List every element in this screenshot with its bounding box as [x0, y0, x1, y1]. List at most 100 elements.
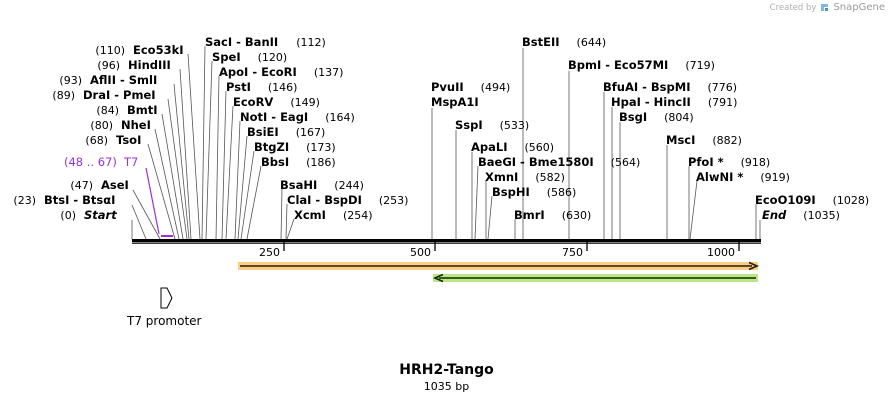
- site-position: (494): [481, 81, 511, 94]
- ruler-label: 250: [259, 246, 280, 259]
- snapgene-credit: Created by SnapGene: [770, 2, 885, 13]
- promoter-label: T7 promoter: [127, 314, 202, 328]
- site-position: (186): [306, 156, 336, 169]
- site-name[interactable]: BsiEI: [247, 125, 279, 139]
- ruler-label: 500: [410, 246, 431, 259]
- site-position: (791): [708, 96, 738, 109]
- site-position: (173): [306, 141, 336, 154]
- site-name[interactable]: EcoRV: [233, 95, 273, 109]
- site-name[interactable]: BmtI: [127, 103, 158, 117]
- site-name[interactable]: SacI - BanII: [205, 35, 278, 49]
- site-name[interactable]: AlwNI *: [696, 170, 743, 184]
- site-name[interactable]: BsaHI: [280, 178, 317, 192]
- site-name[interactable]: XmnI: [485, 170, 518, 184]
- site-position: (564): [611, 156, 641, 169]
- site-name[interactable]: BstEII: [522, 35, 560, 49]
- site-position: (110): [95, 44, 125, 57]
- site-position: (719): [685, 59, 715, 72]
- site-position: (120): [258, 51, 288, 64]
- site-position: (0): [60, 209, 76, 222]
- site-name[interactable]: MscI: [666, 133, 695, 147]
- site-position: (149): [290, 96, 320, 109]
- site-position: (23): [13, 194, 36, 207]
- ruler: 250 500 750 1000: [259, 242, 740, 259]
- site-name[interactable]: BaeGI - Bme1580I: [478, 155, 594, 169]
- site-name[interactable]: BsgI: [619, 110, 647, 124]
- site-name[interactable]: BmrI: [514, 208, 545, 222]
- site-name[interactable]: XcmI: [294, 208, 326, 222]
- site-position: (244): [334, 179, 364, 192]
- site-position: (919): [760, 171, 790, 184]
- site-position: (918): [741, 156, 771, 169]
- site-position: (1028): [833, 194, 870, 207]
- site-position: (254): [343, 209, 373, 222]
- site-position: (47): [70, 179, 93, 192]
- orf-forward[interactable]: [238, 261, 759, 271]
- site-position: (644): [577, 36, 607, 49]
- site-name[interactable]: Start: [84, 208, 117, 222]
- site-name[interactable]: BtsI - BtsαI: [44, 193, 115, 207]
- sequence-backbone: [132, 239, 761, 243]
- site-position: (167): [296, 126, 326, 139]
- credit-prefix: Created by: [769, 2, 817, 13]
- orf-reverse-arrowhead: [433, 273, 444, 283]
- site-name[interactable]: SpeI: [212, 50, 241, 64]
- site-name[interactable]: SspI: [455, 118, 483, 132]
- site-labels: Start (0) BtsI - BtsαI (23) AseI (47) TsoI (68)…: [13, 35, 869, 222]
- site-name[interactable]: NotI - EagI: [240, 110, 308, 124]
- site-name[interactable]: BfuAI - BspMI: [603, 80, 690, 94]
- site-position: (68): [85, 134, 108, 147]
- site-position: (560): [525, 141, 555, 154]
- promoter-arrow-icon[interactable]: [160, 287, 173, 309]
- site-position: (93): [59, 74, 82, 87]
- site-name[interactable]: BbsI: [261, 155, 289, 169]
- site-name[interactable]: NheI: [121, 118, 151, 132]
- site-name[interactable]: DraI - PmeI: [83, 88, 156, 102]
- site-name[interactable]: MspA1I: [431, 95, 479, 109]
- site-connectors: [131, 45, 761, 240]
- site-position: (582): [535, 171, 565, 184]
- site-name[interactable]: PvuII: [431, 80, 464, 94]
- site-position: (630): [562, 209, 592, 222]
- site-name[interactable]: EcoO109I: [755, 193, 816, 207]
- ruler-label: 1000: [707, 246, 735, 259]
- site-name[interactable]: PfoI *: [688, 155, 724, 169]
- site-name[interactable]: HpaI - HincII: [611, 95, 691, 109]
- site-position: (89): [52, 89, 75, 102]
- site-name[interactable]: AflII - SmlI: [90, 73, 157, 87]
- site-position: (96): [97, 59, 120, 72]
- site-name[interactable]: BspHI: [492, 185, 530, 199]
- site-position: (533): [500, 119, 530, 132]
- site-name[interactable]: End: [762, 208, 787, 222]
- snapgene-logo-icon: [821, 4, 829, 11]
- site-name[interactable]: Eco53kI: [133, 43, 184, 57]
- primer-t7[interactable]: (48 .. 67) T7: [64, 155, 173, 237]
- site-position: (146): [268, 81, 298, 94]
- primer-range: (48 .. 67): [64, 155, 117, 169]
- site-position: (776): [707, 81, 737, 94]
- map-subtitle: 1035 bp: [423, 380, 470, 393]
- site-name[interactable]: ApoI - EcoRI: [219, 65, 297, 79]
- site-name[interactable]: BpmI - Eco57MI: [568, 58, 668, 72]
- site-name[interactable]: HindIII: [128, 58, 171, 72]
- orf-reverse[interactable]: [433, 273, 758, 283]
- site-position: (882): [712, 134, 742, 147]
- ruler-label: 750: [562, 246, 583, 259]
- site-name[interactable]: BtgZI: [254, 140, 289, 154]
- site-position: (586): [547, 186, 577, 199]
- site-position: (253): [379, 194, 409, 207]
- map-title: HRH2-Tango: [399, 362, 494, 378]
- credit-brand: SnapGene: [833, 2, 885, 13]
- site-name[interactable]: ClaI - BspDI: [287, 193, 362, 207]
- site-name[interactable]: AseI: [101, 178, 129, 192]
- site-position: (804): [664, 111, 694, 124]
- site-name[interactable]: PstI: [226, 80, 251, 94]
- site-name[interactable]: ApaLI: [471, 140, 508, 154]
- primer-name: T7: [123, 155, 138, 169]
- site-position: (112): [296, 36, 326, 49]
- site-name[interactable]: TsoI: [116, 133, 141, 147]
- site-position: (80): [90, 119, 113, 132]
- site-position: (1035): [803, 209, 840, 222]
- site-position: (164): [325, 111, 355, 124]
